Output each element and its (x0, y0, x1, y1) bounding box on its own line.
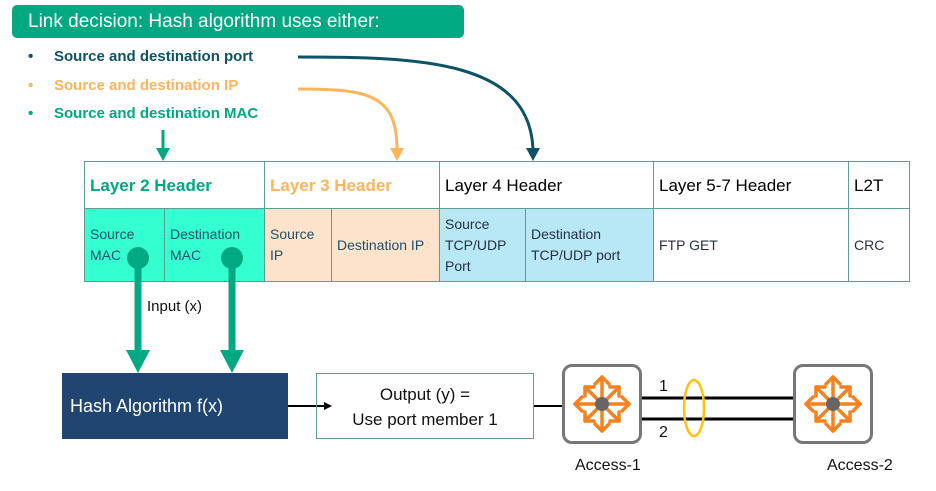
output-box: Output (y) = Use port member 1 (316, 373, 534, 439)
cell-ftp-get: FTP GET (653, 208, 849, 282)
header-label: Layer 3 Header (270, 176, 392, 195)
switch-access-1[interactable] (562, 364, 642, 444)
header-label: L2T (854, 176, 884, 195)
cell-source-ip: Source IP (264, 208, 332, 282)
switch-label: Access-1 (575, 457, 641, 474)
cell-destination-port: Destination TCP/UDP port (525, 208, 654, 282)
header-layer3: Layer 3 Header (264, 161, 440, 209)
bullet-mac: • Source and destination MAC (28, 105, 258, 122)
cell-text: CRC (854, 236, 885, 253)
cell-text: Destination IP (337, 236, 425, 253)
layer-table: Layer 2 Header Layer 3 Header Layer 4 He… (84, 161, 910, 282)
bullet-port: • Source and destination port (28, 48, 253, 65)
switch-access-2[interactable] (793, 364, 873, 444)
link-2-label: 2 (659, 424, 668, 441)
destination-mac-arrow-head (220, 350, 244, 373)
port-arrow (297, 55, 535, 151)
header-layer5-7: Layer 5-7 Header (653, 161, 849, 209)
switch-icon (573, 375, 631, 433)
bullet-ip: • Source and destination IP (28, 77, 238, 94)
output-line1: Output (y) = (379, 385, 471, 404)
link-1-label: 1 (659, 378, 668, 395)
cell-text: FTP GET (659, 236, 718, 253)
output-line2: Use port member 1 (352, 410, 498, 429)
destination-mac-dot (221, 247, 243, 269)
header-label: Layer 4 Header (445, 176, 563, 195)
header-label: Layer 2 Header (90, 176, 212, 195)
switch-icon (804, 375, 862, 433)
cell-crc: CRC (848, 208, 910, 282)
cell-source-mac: Source MAC (84, 208, 165, 282)
cell-source-port: Source TCP/UDP Port (439, 208, 526, 282)
cell-destination-ip: Destination IP (331, 208, 440, 282)
bullet-dot: • (28, 48, 34, 65)
bullet-text: Source and destination port (54, 48, 254, 65)
cell-text: Source IP (270, 226, 315, 263)
mac-arrow-head (156, 148, 170, 161)
cell-text: Source TCP/UDP Port (445, 215, 507, 274)
bullet-dot: • (28, 105, 34, 122)
source-mac-arrow-head (126, 350, 150, 373)
source-mac-dot (127, 247, 149, 269)
header-layer2: Layer 2 Header (84, 161, 265, 209)
title-banner: Link decision: Hash algorithm uses eithe… (12, 5, 464, 38)
header-l2t: L2T (848, 161, 910, 209)
hash-algorithm-box: Hash Algorithm f(x) (62, 373, 288, 439)
ip-arrow (297, 87, 399, 151)
switch-label: Access-2 (827, 457, 893, 474)
cell-text: Destination TCP/UDP port (531, 226, 621, 263)
input-label: Input (x) (147, 298, 203, 315)
bullet-dot: • (28, 77, 34, 94)
header-label: Layer 5-7 Header (659, 176, 792, 195)
header-layer4: Layer 4 Header (439, 161, 654, 209)
output-arrow-head (324, 402, 332, 410)
lag-ring (682, 378, 706, 438)
port-arrow-head (526, 148, 540, 161)
cell-destination-mac: Destination MAC (164, 208, 265, 282)
bullet-text: Source and destination IP (54, 77, 239, 94)
cell-text: Source MAC (90, 226, 135, 263)
bullet-text: Source and destination MAC (54, 105, 259, 122)
ip-arrow-head (390, 148, 404, 161)
cell-text: Destination MAC (170, 226, 241, 263)
